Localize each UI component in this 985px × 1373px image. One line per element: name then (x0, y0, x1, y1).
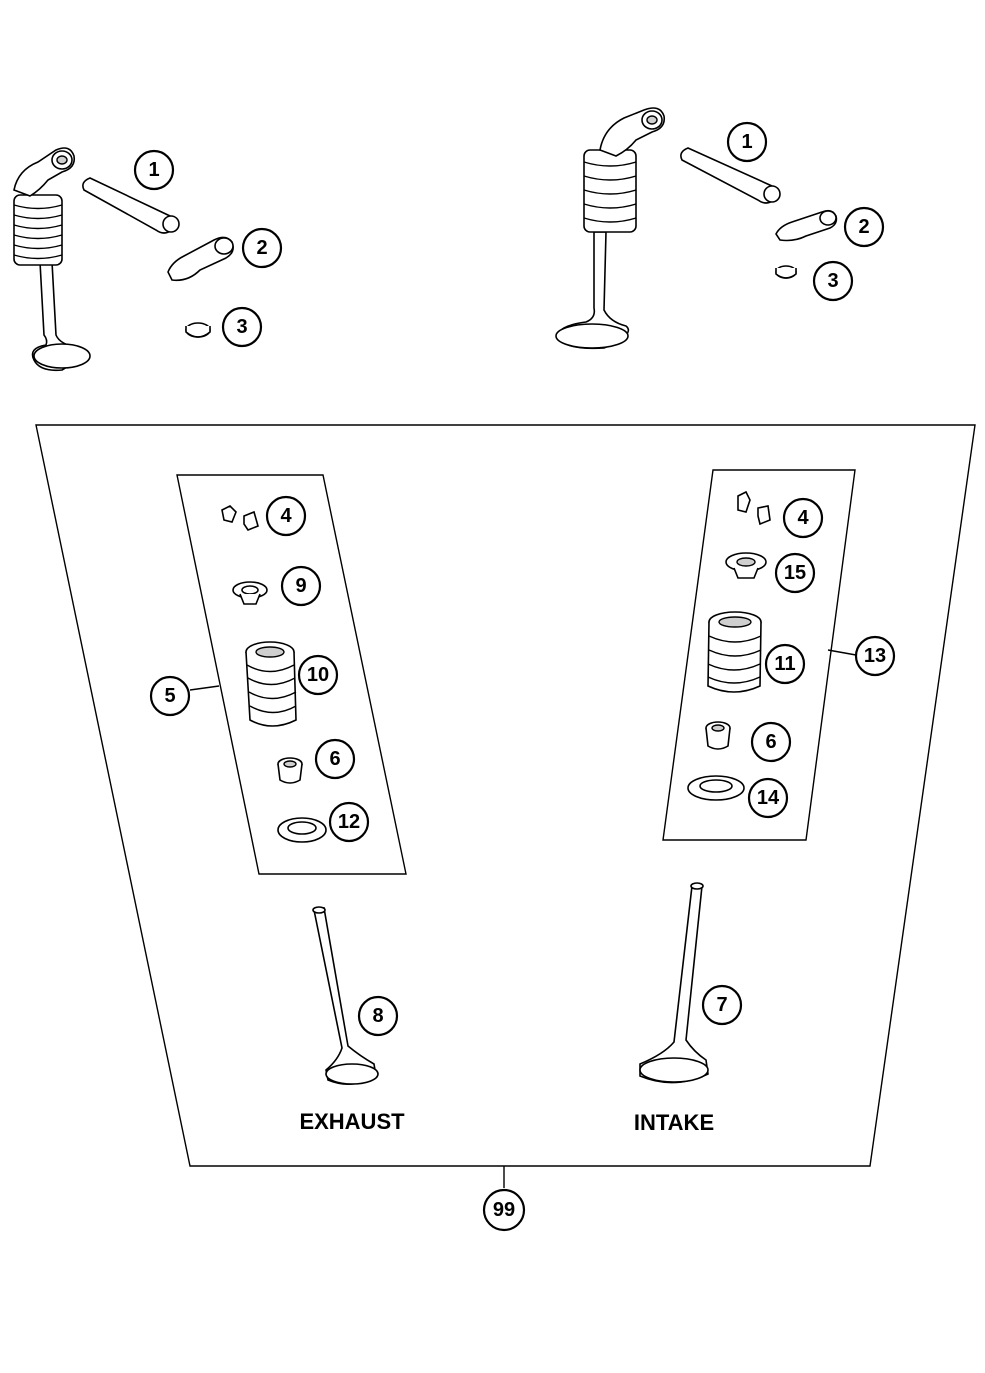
callout-99: 99 (482, 1188, 526, 1232)
callout-13: 13 (854, 635, 896, 677)
callout-14: 14 (747, 777, 789, 819)
valve-spring (707, 611, 762, 693)
svg-text:2: 2 (858, 216, 869, 238)
rocker-shaft (680, 147, 781, 204)
valve-spring (245, 641, 297, 727)
valve-cotters (737, 490, 771, 526)
rocker-shaft (82, 177, 180, 234)
callout-9: 9 (280, 565, 322, 607)
valve-cotters (221, 505, 259, 531)
svg-text:1: 1 (741, 131, 752, 153)
exhaust-label: EXHAUST (299, 1109, 405, 1134)
spring-seat (277, 817, 327, 843)
intake-valve (639, 882, 709, 1084)
svg-text:14: 14 (757, 787, 780, 809)
svg-text:8: 8 (372, 1005, 383, 1027)
svg-text:4: 4 (797, 507, 809, 529)
rocker-arm (775, 209, 838, 242)
callout-5: 5 (149, 675, 191, 717)
exhaust-kit-panel (176, 474, 407, 875)
callout-12: 12 (328, 801, 370, 843)
kit-outline (35, 424, 976, 1167)
spring-retainer (725, 552, 767, 579)
svg-text:10: 10 (307, 664, 329, 686)
callout-2: 2 (843, 206, 885, 248)
callout-6: 6 (750, 721, 792, 763)
svg-text:3: 3 (236, 316, 247, 338)
callout-8: 8 (357, 995, 399, 1037)
valve-stem-seal (277, 757, 303, 784)
svg-text:7: 7 (716, 994, 727, 1016)
svg-text:9: 9 (295, 575, 306, 597)
svg-text:6: 6 (329, 748, 340, 770)
callout-4: 4 (265, 495, 307, 537)
callout-10: 10 (297, 654, 339, 696)
svg-text:3: 3 (827, 270, 838, 292)
callout-3: 3 (812, 260, 854, 302)
exhaust-valve-assembly (13, 147, 91, 372)
valve-stem-seal (705, 721, 731, 750)
callout-3: 3 (221, 306, 263, 348)
exhaust-valve (312, 906, 379, 1085)
svg-text:13: 13 (864, 645, 886, 667)
callout-1: 1 (133, 149, 175, 191)
svg-text:5: 5 (164, 685, 175, 707)
svg-text:15: 15 (784, 562, 806, 584)
callout-15: 15 (774, 552, 816, 594)
shim (185, 322, 211, 338)
svg-text:4: 4 (280, 505, 292, 527)
intake-kit-panel (662, 469, 856, 841)
callout-6: 6 (314, 738, 356, 780)
rocker-arm (167, 236, 234, 282)
shim (775, 265, 797, 279)
callout-11: 11 (764, 643, 806, 685)
callout-1: 1 (726, 121, 768, 163)
spring-retainer (232, 581, 268, 605)
callout-7: 7 (701, 984, 743, 1026)
callout-4: 4 (782, 497, 824, 539)
svg-text:11: 11 (774, 653, 795, 675)
svg-text:2: 2 (256, 237, 267, 259)
intake-label: INTAKE (634, 1110, 714, 1135)
svg-text:1: 1 (148, 159, 159, 181)
svg-text:12: 12 (338, 811, 360, 833)
spring-seat (687, 775, 745, 801)
intake-valve-assembly (555, 107, 666, 350)
svg-text:6: 6 (765, 731, 776, 753)
callout-2: 2 (241, 227, 283, 269)
svg-text:99: 99 (493, 1199, 515, 1221)
